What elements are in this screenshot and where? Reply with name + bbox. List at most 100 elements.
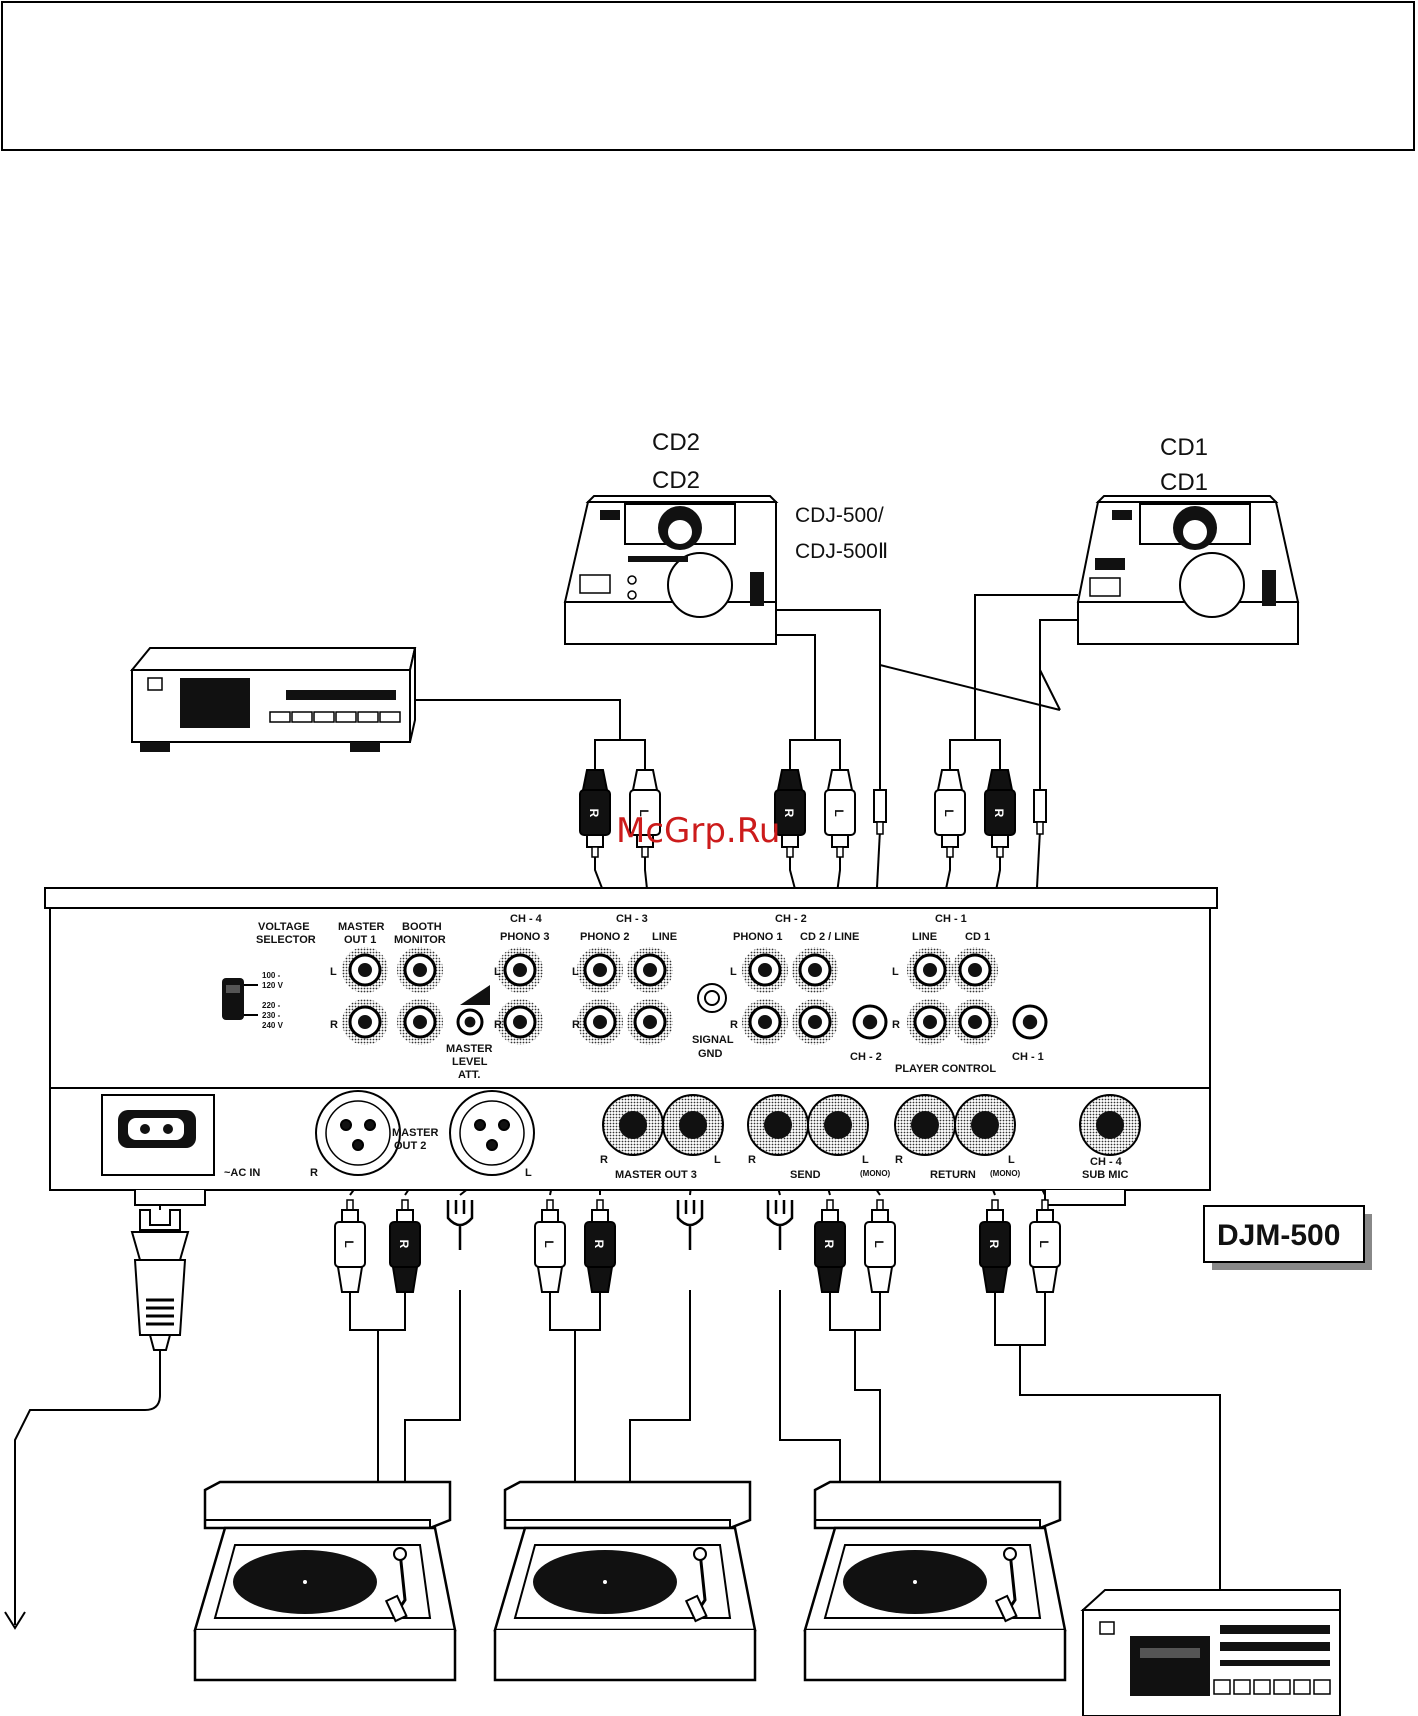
lbl-R-1: R xyxy=(330,1019,338,1031)
rca-jack xyxy=(497,999,543,1045)
lbl-L-mo3: L xyxy=(714,1154,721,1166)
lbl-pc-ch1: CH - 1 xyxy=(1012,1051,1044,1063)
lbl-master-level-1: MASTER xyxy=(446,1043,493,1055)
turntable xyxy=(803,1480,1067,1682)
small-jack xyxy=(456,1008,484,1036)
lbl-line-1: LINE xyxy=(912,931,937,943)
master-out2-xlr xyxy=(315,1090,535,1176)
lbl-L-5: L xyxy=(892,966,899,978)
rca-plug-left: L xyxy=(934,769,966,858)
cdj-model-2: CDJ-500Ⅱ xyxy=(795,540,888,563)
lbl-R-5: R xyxy=(892,1019,900,1031)
rca-jack xyxy=(627,999,673,1045)
lbl-ch4-submic-1: CH - 4 xyxy=(1090,1156,1123,1168)
mini-plug xyxy=(1033,789,1047,835)
power-plug-icon xyxy=(130,1209,190,1351)
plug-letter: R xyxy=(987,1240,1001,1249)
spade-connector-icon xyxy=(676,1200,704,1250)
lbl-signal-1: SIGNAL xyxy=(692,1034,734,1046)
cassette-deck-bottom xyxy=(1080,1589,1341,1716)
rca-plug-right: R xyxy=(774,769,806,858)
plug-letter: R xyxy=(397,1240,411,1249)
lbl-master-out1-1: MASTER xyxy=(338,921,385,933)
turntable xyxy=(493,1480,757,1682)
plug-letter: L xyxy=(872,1240,886,1247)
lbl-v240: 240 V xyxy=(262,1021,284,1030)
cd1-label-2: CD1 xyxy=(1160,469,1208,496)
spade-connector-icon xyxy=(446,1200,474,1250)
lbl-v100: 100 - xyxy=(262,971,281,980)
rca-jack xyxy=(397,999,443,1045)
lbl-signal-2: GND xyxy=(698,1048,723,1060)
plug-letter: L xyxy=(1037,1240,1051,1247)
plug-letter: R xyxy=(592,1240,606,1249)
rca-jack xyxy=(907,999,953,1045)
power-arrow-icon xyxy=(4,1611,26,1630)
rca-jack xyxy=(952,999,998,1045)
lbl-phono2: PHONO 2 xyxy=(580,931,630,943)
rca-plug-left: L xyxy=(334,1199,366,1293)
quarter-inch-jacks xyxy=(602,1094,1141,1156)
plug-letter: R xyxy=(782,809,796,818)
lbl-ch2: CH - 2 xyxy=(775,913,807,925)
rca-jack xyxy=(342,947,388,993)
rca-jack xyxy=(397,947,443,993)
plug-letter: L xyxy=(942,809,956,816)
rca-jack xyxy=(792,947,838,993)
lbl-R-return: R xyxy=(895,1154,903,1166)
rca-plug-right: R xyxy=(389,1199,421,1293)
djm-500-badge: DJM-500 xyxy=(1203,1205,1372,1270)
rca-plug-left: L xyxy=(534,1199,566,1293)
cd1-label-1: CD1 xyxy=(1160,434,1208,461)
lbl-v120: 120 V xyxy=(262,981,284,990)
rca-jack xyxy=(742,947,788,993)
lbl-ch4: CH - 4 xyxy=(510,913,543,925)
rca-plug-left: L xyxy=(1029,1199,1061,1293)
plug-letter: R xyxy=(822,1240,836,1249)
lbl-line-3: LINE xyxy=(652,931,677,943)
turntable xyxy=(193,1480,457,1682)
rca-plug-left: L xyxy=(864,1199,896,1293)
lbl-v230: 230 - xyxy=(262,1011,281,1020)
rca-plug-left: L xyxy=(629,769,661,858)
lbl-player-control: PLAYER CONTROL xyxy=(895,1063,996,1075)
lbl-L-xlr: L xyxy=(525,1167,532,1179)
lbl-ac-in: ~AC IN xyxy=(224,1167,260,1179)
small-jack xyxy=(852,1004,888,1040)
plug-letter: L xyxy=(342,1240,356,1247)
lbl-booth-1: BOOTH xyxy=(402,921,442,933)
lbl-ch4-submic-2: SUB MIC xyxy=(1082,1169,1129,1181)
watermark: McGrp.Ru xyxy=(616,811,780,851)
lbl-L-2: L xyxy=(494,966,501,978)
small-jack xyxy=(1012,1004,1048,1040)
rca-jack xyxy=(952,947,998,993)
mixer-labels: VOLTAGE SELECTOR 100 - 120 V 220 - 230 -… xyxy=(224,913,1129,1181)
lbl-mono-return: (MONO) xyxy=(990,1169,1021,1178)
mixer-model-label: DJM-500 xyxy=(1217,1219,1340,1252)
lbl-master-out3: MASTER OUT 3 xyxy=(615,1169,697,1181)
spade-connector-icon xyxy=(766,1200,794,1250)
rca-plug-right: R xyxy=(584,1199,616,1293)
rca-jack xyxy=(742,999,788,1045)
lbl-cd1: CD 1 xyxy=(965,931,990,943)
lbl-L-4: L xyxy=(730,966,737,978)
rca-plug-left: L xyxy=(824,769,856,858)
rca-jack xyxy=(497,947,543,993)
lbl-master-level-2: LEVEL xyxy=(452,1056,488,1068)
lbl-cd2line: CD 2 / LINE xyxy=(800,931,859,943)
header-box xyxy=(1,1,1415,151)
plug-letter: R xyxy=(587,809,601,818)
rca-jack xyxy=(342,999,388,1045)
lbl-master-out1-2: OUT 1 xyxy=(344,934,376,946)
signal-gnd-terminal xyxy=(697,983,727,1013)
lbl-R-send: R xyxy=(748,1154,756,1166)
rca-jack xyxy=(792,999,838,1045)
lbl-booth-2: MONITOR xyxy=(394,934,446,946)
rca-plugs: R L R L L R L R L R R L R L xyxy=(334,769,1061,1293)
djm-500-mixer xyxy=(44,887,1218,1206)
cd1-player xyxy=(1076,495,1300,645)
plug-letter: L xyxy=(637,809,651,816)
lbl-return: RETURN xyxy=(930,1169,976,1181)
lbl-voltage-1: VOLTAGE xyxy=(258,921,310,933)
lbl-L-return: L xyxy=(1008,1154,1015,1166)
